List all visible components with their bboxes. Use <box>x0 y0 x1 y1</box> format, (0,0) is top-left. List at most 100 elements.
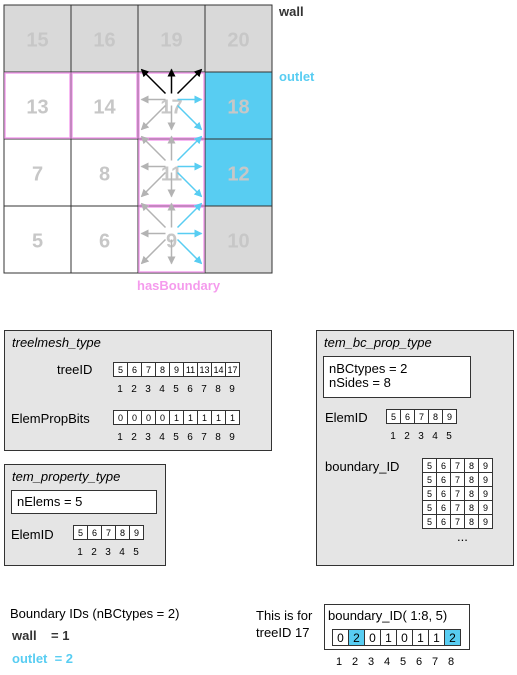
mesh-cell-id: 6 <box>99 231 110 253</box>
array-cell: 8 <box>464 472 479 487</box>
example-cell: 0 <box>396 629 413 646</box>
array-cell: 9 <box>169 362 184 377</box>
mesh-cell: 20 <box>204 4 273 73</box>
array-index: 6 <box>187 432 193 443</box>
mesh-cell: 7 <box>3 138 72 207</box>
example-cell: 1 <box>380 629 397 646</box>
array-index: 9 <box>229 384 235 395</box>
neighbor-arrow <box>140 202 167 229</box>
tem-property-elemid-label: ElemID <box>11 527 54 542</box>
array-index: 8 <box>215 432 221 443</box>
neighbor-arrows <box>140 68 203 265</box>
array-cell: 11 <box>183 362 198 377</box>
array-cell: 9 <box>129 525 144 540</box>
array-index: 1 <box>390 431 396 442</box>
boundary-id-ellipsis: ... <box>457 529 468 544</box>
array-cell: 6 <box>436 486 451 501</box>
array-cell: 8 <box>464 486 479 501</box>
array-index: 5 <box>133 547 139 558</box>
example-index: 8 <box>447 656 455 668</box>
array-index: 1 <box>117 432 123 443</box>
nsides-text: nSides = 8 <box>329 375 391 390</box>
neighbor-arrow <box>176 135 203 162</box>
example-index: 3 <box>367 656 375 668</box>
array-cell: 6 <box>400 409 415 424</box>
array-cell: 7 <box>450 486 465 501</box>
array-index: 6 <box>187 384 193 395</box>
treeid-label: treeID <box>57 362 93 377</box>
mesh-cell: 15 <box>3 4 72 73</box>
mesh-cell-id: 13 <box>26 97 48 119</box>
array-cell: 0 <box>141 410 156 425</box>
mesh-cell: 19 <box>137 4 206 73</box>
array-cell: 13 <box>197 362 212 377</box>
array-cell: 9 <box>478 458 493 473</box>
example-cell: 1 <box>412 629 429 646</box>
mesh-cell-id: 14 <box>93 97 116 119</box>
array-cell: 14 <box>211 362 226 377</box>
mesh-cell-id: 8 <box>99 164 110 186</box>
array-cell: 8 <box>155 362 170 377</box>
nelems-field: nElems = 5 <box>11 490 157 514</box>
array-index: 4 <box>119 547 125 558</box>
array-index: 3 <box>145 384 151 395</box>
mesh-cell: 5 <box>3 205 72 274</box>
example-index: 2 <box>351 656 359 668</box>
array-index: 7 <box>201 384 207 395</box>
nbctypes-text: nBCtypes = 2 <box>329 361 408 376</box>
array-index: 7 <box>201 432 207 443</box>
array-cell: 9 <box>478 500 493 515</box>
array-cell: 6 <box>127 362 142 377</box>
array-cell: 5 <box>422 486 437 501</box>
array-cell: 8 <box>115 525 130 540</box>
array-index: 5 <box>173 432 179 443</box>
array-index: 3 <box>105 547 111 558</box>
array-cell: 0 <box>155 410 170 425</box>
neighbor-arrow <box>176 68 203 95</box>
array-cell: 7 <box>101 525 116 540</box>
array-cell: 7 <box>450 514 465 529</box>
legend-wall: wall = 1 <box>12 628 70 643</box>
array-cell: 8 <box>464 500 479 515</box>
array-index: 3 <box>418 431 424 442</box>
array-cell: 6 <box>436 458 451 473</box>
array-cell: 1 <box>183 410 198 425</box>
mesh-cell: 18 <box>204 71 273 140</box>
bc-prop-title: tem_bc_prop_type <box>324 335 432 350</box>
mesh-cell: 10 <box>204 205 273 274</box>
elemprop-label: ElemPropBits <box>11 411 90 426</box>
array-cell: 8 <box>464 458 479 473</box>
treelmesh-title: treelmesh_type <box>12 335 101 350</box>
array-index: 5 <box>446 431 452 442</box>
example-index: 7 <box>431 656 439 668</box>
array-cell: 6 <box>436 500 451 515</box>
tem-bc-prop-type-box: tem_bc_prop_type nBCtypes = 2 nSides = 8… <box>316 330 514 566</box>
array-cell: 9 <box>478 472 493 487</box>
array-cell: 6 <box>87 525 102 540</box>
array-cell: 6 <box>436 472 451 487</box>
mesh-grid: 151619201314171878111256910 <box>3 4 273 274</box>
neighbor-arrow <box>140 238 167 265</box>
array-cell: 7 <box>450 472 465 487</box>
mesh-cell-id: 10 <box>227 231 249 253</box>
example-cell: 1 <box>428 629 445 646</box>
mesh-cell-id: 19 <box>160 30 182 52</box>
array-cell: 0 <box>113 410 128 425</box>
has-boundary-label: hasBoundary <box>137 278 221 293</box>
array-cell: 5 <box>113 362 128 377</box>
array-index: 2 <box>91 547 97 558</box>
array-cell: 7 <box>414 409 429 424</box>
